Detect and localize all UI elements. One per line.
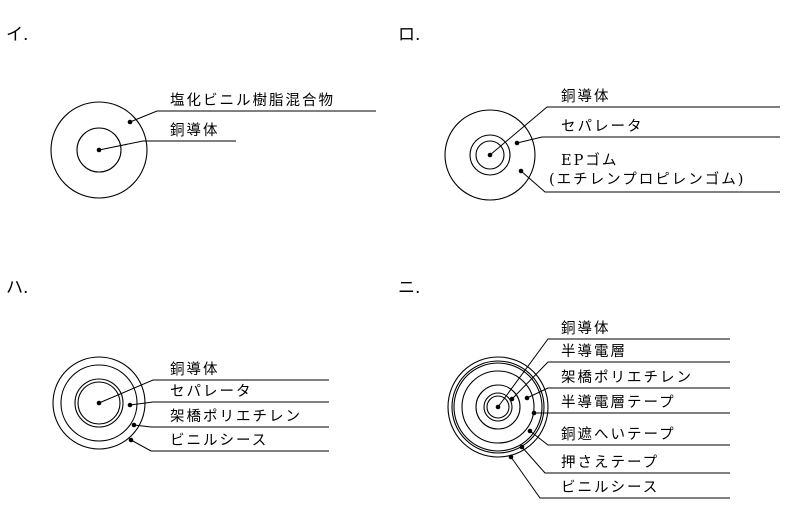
label-ni-copper-shield-tape: 銅遮へいテープ — [561, 427, 676, 443]
cable-i-sheath-circle — [50, 101, 148, 199]
label-i-copper-conductor: 銅導体 — [170, 123, 220, 139]
label-ni-xlpe: 架橋ポリエチレン — [561, 370, 693, 386]
cable-ni-leader-1 — [497, 338, 730, 408]
label-ni-holding-tape: 押さえテープ — [561, 455, 660, 471]
label-ni-copper-conductor: 銅導体 — [561, 321, 611, 337]
label-ni-semiconductive-tape: 半導電層テープ — [561, 395, 676, 411]
cable-ni-holding-tape-circle — [451, 360, 545, 454]
label-ro-ep-rubber-full: (エチレンプロピレンゴム) — [549, 172, 746, 188]
cable-ni-leader-2 — [511, 361, 730, 400]
label-ha-xlpe: 架橋ポリエチレン — [170, 409, 302, 425]
cable-ha-leader-1 — [98, 379, 329, 404]
cable-ni-diagram — [447, 338, 730, 499]
cable-ha-leader-2 — [129, 401, 329, 406]
option-ha-marker: ハ. — [6, 278, 29, 298]
label-ro-copper-conductor: 銅導体 — [561, 89, 611, 105]
cable-i-diagram — [50, 101, 376, 199]
cable-ro-leader-1 — [489, 106, 780, 156]
cable-ni-semiconductive-tape-circle — [461, 370, 535, 444]
cable-ha-diagram — [52, 356, 329, 452]
cable-ni-vinyl-sheath-circle — [447, 356, 549, 458]
cable-i-leader-1 — [129, 110, 376, 123]
cable-ro-leader-3 — [520, 170, 780, 193]
cable-ro-conductor-circle — [475, 140, 505, 170]
cable-i-leader-2 — [98, 140, 236, 151]
cable-ha-insulation-circle — [60, 364, 138, 442]
label-i-vinyl-compound: 塩化ビニル樹脂混合物 — [170, 93, 335, 109]
cable-ha-leader-3 — [133, 424, 329, 428]
cable-ni-leader-5 — [529, 430, 730, 446]
cable-ha-separator-circle — [74, 378, 124, 428]
cable-ni-leader-6 — [521, 446, 730, 474]
cable-ro-diagram — [444, 106, 780, 201]
option-ro-marker: ロ. — [398, 25, 421, 45]
cable-ni-insulation-circle — [475, 384, 521, 430]
cable-i-conductor-circle — [76, 127, 122, 173]
label-ha-separator: セパレータ — [170, 384, 253, 400]
cable-ni-leader-7 — [510, 456, 730, 499]
option-i-marker: イ. — [6, 25, 29, 45]
cable-ni-leader-3 — [526, 387, 730, 399]
label-ro-ep-rubber: EPゴム — [561, 153, 619, 169]
label-ha-vinyl-sheath: ビニルシース — [170, 433, 269, 449]
cable-ro-leader-2 — [516, 136, 780, 144]
cable-ha-conductor-circle — [77, 381, 121, 425]
cable-ni-semiconductive-layer-circle — [483, 392, 513, 422]
cable-ni-conductor-circle — [486, 395, 510, 419]
option-ni-marker: ニ. — [398, 278, 421, 298]
cable-ro-outer-circle — [444, 109, 536, 201]
label-ni-semiconductive-layer: 半導電層 — [561, 344, 627, 360]
cable-ni-shield-tape-circle — [453, 362, 543, 452]
cable-ro-separator-circle — [469, 134, 511, 176]
cable-ha-leader-4 — [130, 439, 329, 452]
label-ha-copper-conductor: 銅導体 — [170, 362, 220, 378]
label-ro-separator: セパレータ — [561, 119, 644, 135]
label-ni-vinyl-sheath: ビニルシース — [561, 480, 660, 496]
